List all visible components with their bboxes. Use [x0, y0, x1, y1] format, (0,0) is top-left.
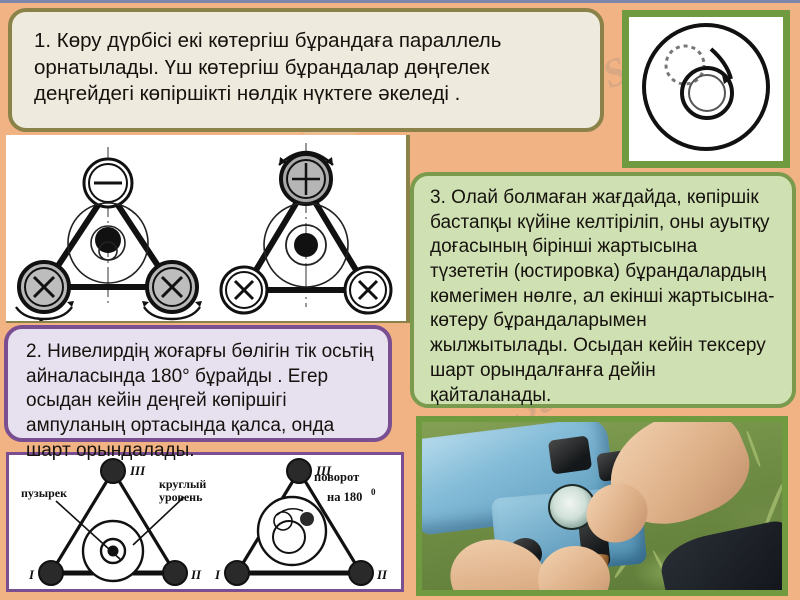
vertex-label-ii-2: II — [376, 567, 388, 582]
focusing-knob — [547, 435, 593, 475]
circular-level-panel — [622, 10, 790, 168]
bottom-diagram-right: III I II — [214, 458, 388, 586]
vertex-label-iii-2: III — [315, 463, 332, 478]
label-round-level-line2: уровень — [159, 490, 203, 504]
vertex-label-ii: II — [190, 567, 202, 582]
callout-step-2: 2. Нивелирдің жоғарғы бөлігін тік осьтің… — [4, 325, 392, 461]
circular-level-svg — [642, 23, 770, 151]
label-bubble: пузырек — [21, 486, 67, 500]
tripod-diagrams-svg — [15, 143, 393, 321]
vertex-label-i-2: I — [214, 567, 221, 582]
label-rotation-degree: 0 — [371, 487, 376, 497]
dark-clothing-corner — [656, 519, 782, 590]
tripod-diagrams-panel — [6, 135, 410, 323]
callout-step-2-text: 2. Нивелирдің жоғарғы бөлігін тік осьтің… — [26, 341, 374, 461]
callout-step-1: 1. Көру дүрбісі екі көтергіш бұрандаға п… — [8, 8, 604, 132]
label-rotation: поворот — [314, 470, 359, 484]
tripod-diagram-right — [219, 143, 393, 315]
bottom-diagram-panel: III I II пузырек круглый уровень — [6, 452, 404, 592]
callout-step-1-text: 1. Көру дүрбісі екі көтергіш бұрандаға п… — [34, 29, 502, 106]
vertex-label-i: I — [28, 567, 35, 582]
label-round-level-line1: круглый — [159, 477, 206, 491]
bottom-diagram-svg: III I II пузырек круглый уровень — [21, 458, 388, 586]
level-adjustment-photo — [416, 416, 788, 596]
label-rotation-value: на 180 — [327, 490, 362, 504]
photo-content — [422, 422, 782, 590]
vertex-label-iii: III — [129, 463, 146, 478]
bottom-diagram-left: III I II — [28, 458, 202, 586]
top-rule — [0, 0, 800, 3]
callout-step-3: 3. Олай болмаған жағдайда, көпіршік баст… — [410, 172, 796, 408]
callout-step-3-text: 3. Олай болмаған жағдайда, көпіршік баст… — [430, 187, 775, 406]
tripod-diagram-left — [15, 147, 202, 321]
